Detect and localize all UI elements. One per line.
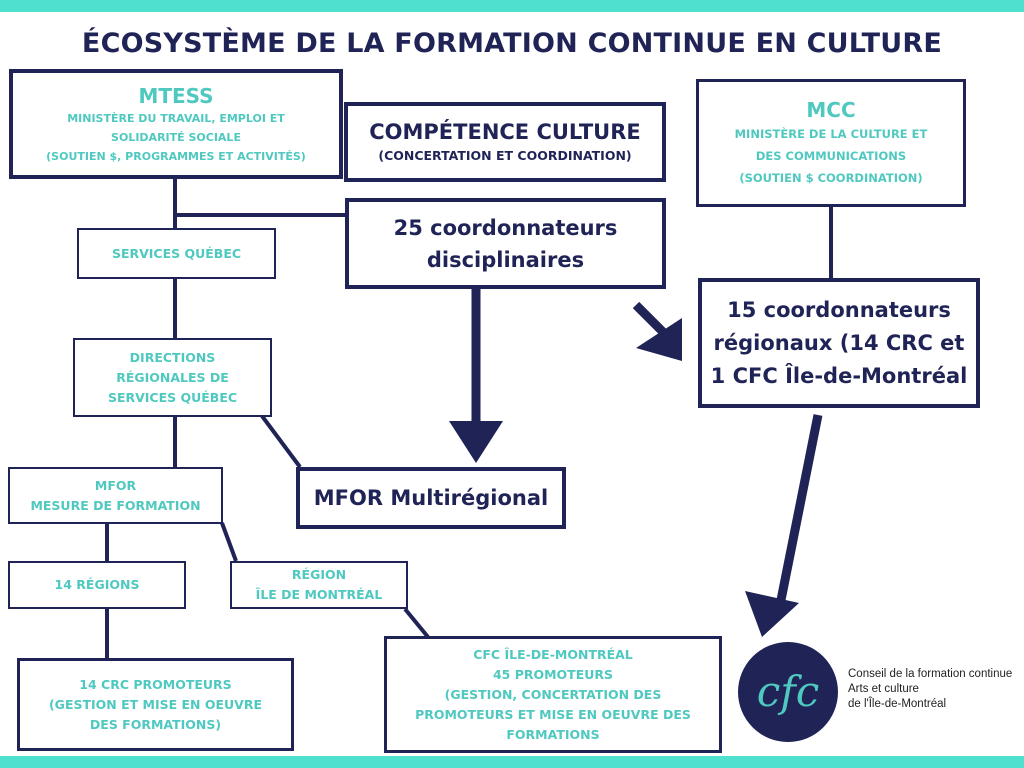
- directions-line2: RÉGIONALES DE: [116, 369, 229, 385]
- services-quebec-label: SERVICES QUÉBEC: [111, 245, 242, 261]
- mcc-line3: (SOUTIEN $ COORDINATION): [739, 171, 923, 185]
- arrow-diag-shaft: [632, 301, 670, 339]
- region-mtl-line2: ÎLE DE MONTRÉAL: [255, 587, 383, 602]
- region-mtl-line1: RÉGION: [291, 567, 347, 582]
- mcc-acronym: MCC: [806, 98, 856, 122]
- mtess-line2: SOLIDARITÉ SOCIALE: [111, 130, 241, 144]
- mfor-line2: MESURE DE FORMATION: [30, 497, 201, 513]
- cfc-mtl-line4: PROMOTEURS ET MISE EN OEUVRE DES: [415, 706, 691, 722]
- mtess-box: MTESS MINISTÈRE DU TRAVAIL, EMPLOI ET SO…: [9, 69, 343, 179]
- directions-line3: SERVICES QUÉBEC: [107, 389, 238, 405]
- coord-reg-line1: 15 coordonnateurs: [727, 297, 951, 322]
- coord-reg-line3: 1 CFC Île-de-Montréal: [710, 363, 968, 388]
- mcc-line1: MINISTÈRE DE LA CULTURE ET: [734, 127, 928, 141]
- coord-disc-line2: disciplinaires: [426, 247, 585, 272]
- cfc-logo-mark: cfc: [757, 667, 820, 716]
- top-accent-bar: [0, 0, 1024, 12]
- crc-promoteurs-box: 14 CRC PROMOTEURS (GESTION ET MISE EN OE…: [17, 658, 294, 751]
- mfor-multi-label: MFOR Multirégional: [313, 485, 549, 510]
- cfc-mtl-line3: (GESTION, CONCERTATION DES: [444, 686, 662, 702]
- mtess-acronym: MTESS: [138, 83, 214, 108]
- connector-mtl-cfc: [403, 607, 430, 639]
- coordonnateurs-disciplinaires-box: 25 coordonnateurs disciplinaires: [345, 198, 666, 289]
- cfc-logo-text: Conseil de la formation continue Arts et…: [848, 667, 1012, 712]
- cfc-montreal-box: CFC ÎLE-DE-MONTRÉAL 45 PROMOTEURS (GESTI…: [384, 636, 722, 753]
- arrow-logo-shaft: [776, 414, 823, 601]
- arrow-down-head: [449, 421, 503, 463]
- coord-reg-line2: régionaux (14 CRC et: [713, 330, 965, 355]
- competence-culture-box: COMPÉTENCE CULTURE (CONCERTATION ET COOR…: [344, 102, 666, 182]
- mfor-line1: MFOR: [94, 477, 137, 493]
- arrow-diag-head: [636, 318, 682, 361]
- connector-directions-multi: [260, 414, 302, 469]
- cfc-logo-circle: [738, 642, 838, 742]
- mcc-line2: DES COMMUNICATIONS: [755, 149, 907, 163]
- cfc-mtl-line5: FORMATIONS: [506, 726, 600, 742]
- arrow-logo-head: [745, 591, 799, 637]
- cfc-mtl-line1: CFC ÎLE-DE-MONTRÉAL: [473, 646, 633, 662]
- cfc-logo-line2: Arts et culture: [848, 683, 919, 695]
- connector-mfor-mtl: [220, 522, 238, 562]
- coordonnateurs-regionaux-box: 15 coordonnateurs régionaux (14 CRC et 1…: [698, 278, 980, 408]
- diagram-title: ÉCOSYSTÈME DE LA FORMATION CONTINUE EN C…: [81, 28, 943, 59]
- crc-line3: DES FORMATIONS): [89, 716, 222, 732]
- cfc-logo: cfc: [738, 642, 838, 742]
- mtess-line3: (SOUTIEN $, PROGRAMMES ET ACTIVITÉS): [46, 149, 306, 163]
- services-quebec-box: SERVICES QUÉBEC: [77, 228, 276, 279]
- cfc-logo-line3: de l'Île-de-Montréal: [848, 698, 947, 710]
- cfc-mtl-line2: 45 PROMOTEURS: [492, 666, 614, 682]
- crc-line2: (GESTION ET MISE EN OEUVRE: [48, 696, 263, 712]
- mtess-line1: MINISTÈRE DU TRAVAIL, EMPLOI ET: [67, 111, 285, 125]
- coord-disc-line1: 25 coordonnateurs: [393, 215, 618, 240]
- competence-role: (CONCERTATION ET COORDINATION): [378, 147, 632, 163]
- competence-name: COMPÉTENCE CULTURE: [369, 119, 641, 144]
- regions-label: 14 RÉGIONS: [54, 577, 140, 592]
- directions-line1: DIRECTIONS: [129, 349, 216, 365]
- bottom-accent-bar: [0, 756, 1024, 768]
- directions-regionales-box: DIRECTIONS RÉGIONALES DE SERVICES QUÉBEC: [73, 338, 272, 417]
- mfor-box: MFOR MESURE DE FORMATION: [8, 467, 223, 524]
- region-montreal-box: RÉGION ÎLE DE MONTRÉAL: [230, 561, 408, 609]
- mfor-multiregional-box: MFOR Multirégional: [296, 467, 566, 529]
- quatorze-regions-box: 14 RÉGIONS: [8, 561, 186, 609]
- cfc-logo-line1: Conseil de la formation continue: [848, 668, 1013, 680]
- crc-line1: 14 CRC PROMOTEURS: [79, 676, 232, 692]
- mcc-box: MCC MINISTÈRE DE LA CULTURE ET DES COMMU…: [696, 79, 966, 207]
